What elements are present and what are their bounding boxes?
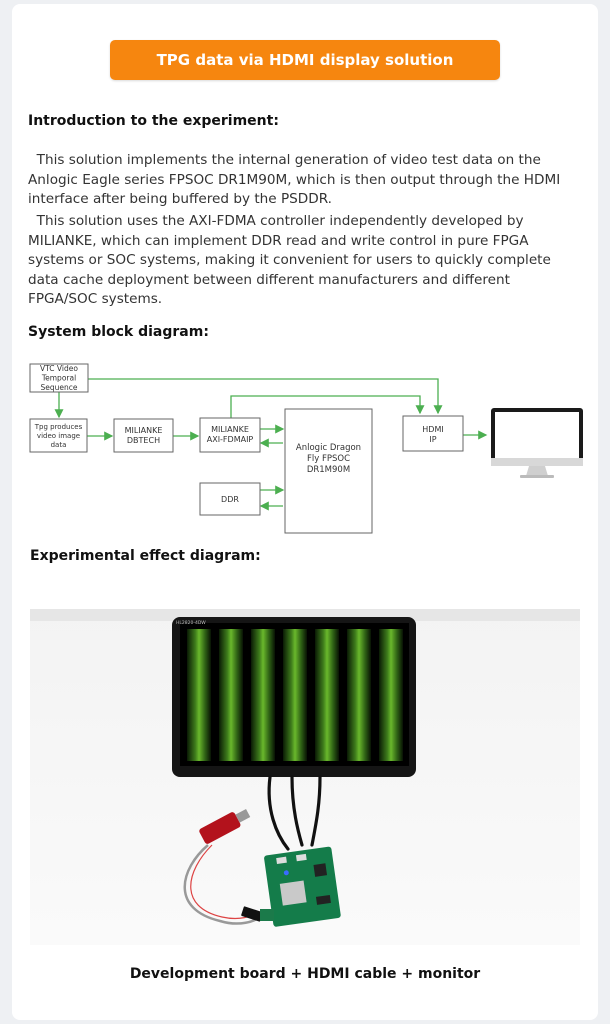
fdma-block bbox=[199, 417, 261, 453]
screen-model-label: HL2820-4DW bbox=[176, 620, 206, 626]
ddr-label: DDR bbox=[221, 495, 239, 504]
dbtech-line-1: MILIANKE bbox=[125, 426, 163, 435]
fdma-line-1: MILIANKE bbox=[211, 425, 249, 434]
soc-line-1: Anlogic Dragon bbox=[296, 443, 361, 453]
block-diagram-heading: System block diagram: bbox=[28, 324, 209, 340]
dbtech-line-2: DBTECH bbox=[127, 436, 160, 445]
intro-paragraph-2: This solution uses the AXI-FDMA controll… bbox=[28, 213, 556, 307]
vtc-line-1: VTC Video bbox=[40, 364, 78, 373]
title-banner: TPG data via HDMI display solution bbox=[110, 40, 500, 80]
soc-line-3: DR1M90M bbox=[307, 465, 350, 475]
fdma-line-2: AXI-FDMAIP bbox=[207, 435, 254, 444]
dbtech-block bbox=[113, 418, 174, 453]
hdmi-block bbox=[402, 415, 464, 452]
vtc-line-2: Temporal bbox=[41, 374, 76, 383]
intro-paragraph-1: This solution implements the internal ge… bbox=[28, 152, 565, 207]
tpg-line-2: video image bbox=[37, 432, 80, 440]
soc-block bbox=[284, 408, 373, 534]
soc-line-2: Fly FPSOC bbox=[307, 454, 350, 464]
tpg-block bbox=[29, 418, 88, 453]
effect-heading: Experimental effect diagram: bbox=[30, 548, 261, 564]
tpg-line-1: Tpg produces bbox=[34, 423, 83, 431]
monitor-icon bbox=[491, 408, 583, 478]
tpg-line-3: data bbox=[51, 441, 67, 449]
photo-caption: Development board + HDMI cable + monitor bbox=[129, 966, 481, 982]
system-block-diagram: VTC Video Temporal Sequence Tpg produces… bbox=[29, 363, 583, 534]
intro-heading: Introduction to the experiment: bbox=[28, 113, 279, 129]
hdmi-line-2: IP bbox=[429, 435, 436, 444]
vtc-line-3: Sequence bbox=[41, 383, 78, 392]
vtc-block bbox=[29, 363, 89, 393]
experimental-photo: HL2820-4DW bbox=[30, 609, 580, 945]
ddr-block bbox=[199, 482, 261, 516]
hdmi-line-1: HDMI bbox=[422, 425, 443, 434]
banner-title: TPG data via HDMI display solution bbox=[156, 51, 454, 69]
